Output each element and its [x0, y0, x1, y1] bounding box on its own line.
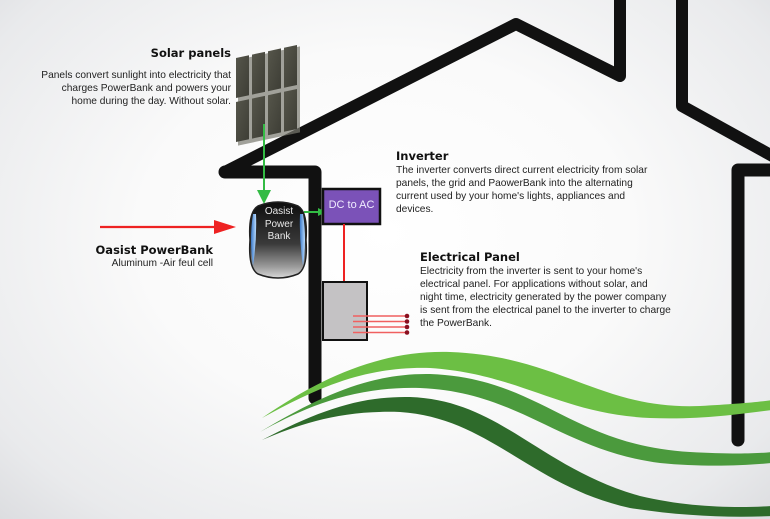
solar-panels-description-line: Panels convert sunlight into electricity…: [41, 70, 231, 81]
house-left-wall: [218, 165, 322, 405]
house-chimney-right-roof: [676, 0, 770, 162]
powerbank-input-arrow: [100, 220, 236, 234]
solar-panel-icon: [236, 45, 300, 146]
powerbank-device-icon: [248, 201, 308, 279]
inverter-description: The inverter converts direct current ele…: [396, 164, 726, 216]
electrical-panel-callout: Electrical Panel Electricity from the in…: [420, 250, 740, 330]
inverter-description-line: The inverter converts direct current ele…: [396, 165, 648, 176]
electrical-panel-description: Electricity from the inverter is sent to…: [420, 265, 740, 330]
wave-dark-green: [262, 396, 770, 517]
electrical-panel-description-line: Electricity from the inverter is sent to…: [420, 266, 643, 277]
powerbank-subtitle: Aluminum -Air feul cell: [111, 258, 213, 269]
solar-panels-callout: Solar panels Panels convert sunlight int…: [0, 46, 231, 108]
solar-panels-title: Solar panels: [150, 46, 231, 60]
powerbank-title: Oasist PowerBank: [95, 243, 213, 257]
wave-light-green: [262, 351, 770, 419]
circuit-lines: [353, 313, 410, 335]
solar-panels-description-line: home during the day. Without solar.: [71, 96, 231, 107]
solar-panels-description-line: charges PowerBank and powers your: [61, 83, 231, 94]
powerbank-device-label-line: Bank: [267, 231, 291, 242]
house-right-wall: [731, 163, 770, 447]
inverter-box-label: DC to AC: [328, 199, 375, 211]
inverter-description-line: devices.: [396, 204, 434, 215]
inverter-box: [321, 187, 382, 226]
powerbank-callout: Oasist PowerBank Aluminum -Air feul cell: [0, 243, 213, 270]
electrical-panel-description-line: is sent from the electrical panel to the…: [420, 305, 671, 316]
inverter-callout: Inverter The inverter converts direct cu…: [396, 149, 726, 216]
powerbank-device-label: Oasist Power Bank: [252, 206, 306, 244]
wave-mid-green: [260, 373, 770, 466]
electrical-panel-description-line: electrical panel. For applications witho…: [420, 279, 648, 290]
inverter-title: Inverter: [396, 149, 449, 163]
inverter-description-line: panels, the grid and PaowerBank into the…: [396, 178, 633, 189]
electrical-panel-title: Electrical Panel: [420, 250, 520, 264]
house-outline: [218, 0, 770, 447]
solar-to-powerbank-arrow: [257, 124, 271, 204]
house-roof-left: [219, 0, 626, 178]
electrical-panel-description-line: night time, electricity generated by the…: [420, 292, 667, 303]
electrical-panel-description-line: the PowerBank.: [420, 318, 492, 329]
powerbank-device-label-line: Oasist: [264, 206, 294, 217]
solar-panels-description: Panels convert sunlight into electricity…: [0, 69, 231, 108]
electrical-panel-box: [322, 281, 368, 341]
powerbank-device-label-line: Power: [264, 218, 294, 230]
inverter-description-line: current used by your home's lights, appl…: [396, 191, 626, 202]
